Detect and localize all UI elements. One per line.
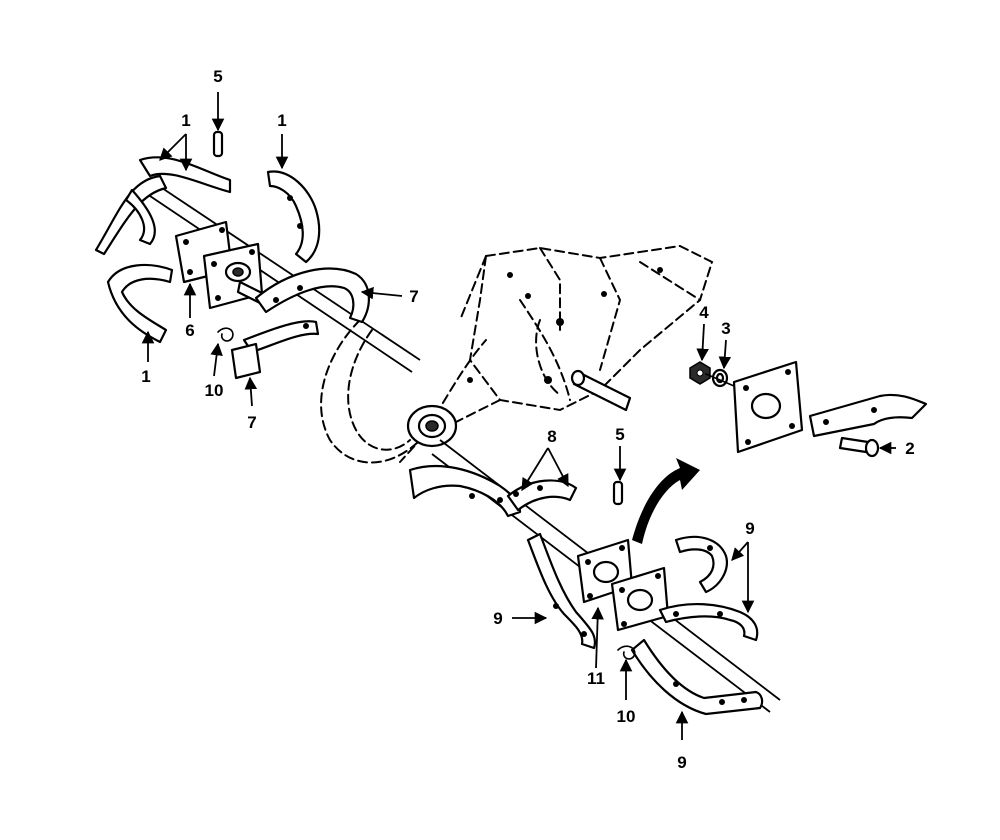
callout-10-left: 10 — [205, 381, 224, 400]
callout-9-left: 9 — [493, 609, 502, 628]
callout-3: 3 — [721, 319, 730, 338]
callout-11: 11 — [587, 669, 605, 688]
callout-2: 2 — [905, 439, 914, 458]
callout-5-right: 5 — [615, 425, 624, 444]
callout-leaders — [141, 92, 896, 740]
callout-9-right: 9 — [745, 519, 754, 538]
callout-1-top-right: 1 — [277, 111, 286, 130]
rotation-arrow — [632, 458, 700, 544]
callout-9-bottom: 9 — [677, 753, 686, 772]
callout-7-bottom: 7 — [247, 413, 256, 432]
callout-6: 6 — [185, 321, 194, 340]
right-hardware — [689, 360, 928, 458]
callout-numbers: 5 1 1 1 6 10 7 7 4 3 2 8 5 9 9 11 10 9 — [141, 67, 914, 772]
gearbox-hub — [406, 404, 458, 448]
callout-8: 8 — [547, 427, 556, 446]
callout-7-right: 7 — [409, 287, 418, 306]
callout-5-top: 5 — [213, 67, 222, 86]
left-tine-assembly — [94, 130, 370, 380]
middle-tines — [408, 464, 578, 518]
right-tine-assembly — [526, 480, 764, 716]
right-output-shaft — [570, 369, 632, 412]
callout-4: 4 — [699, 303, 709, 322]
tine-shield — [320, 255, 487, 464]
callout-1-bottom: 1 — [141, 367, 150, 386]
callout-1-top-left: 1 — [181, 111, 190, 130]
callout-10-right: 10 — [617, 707, 636, 726]
